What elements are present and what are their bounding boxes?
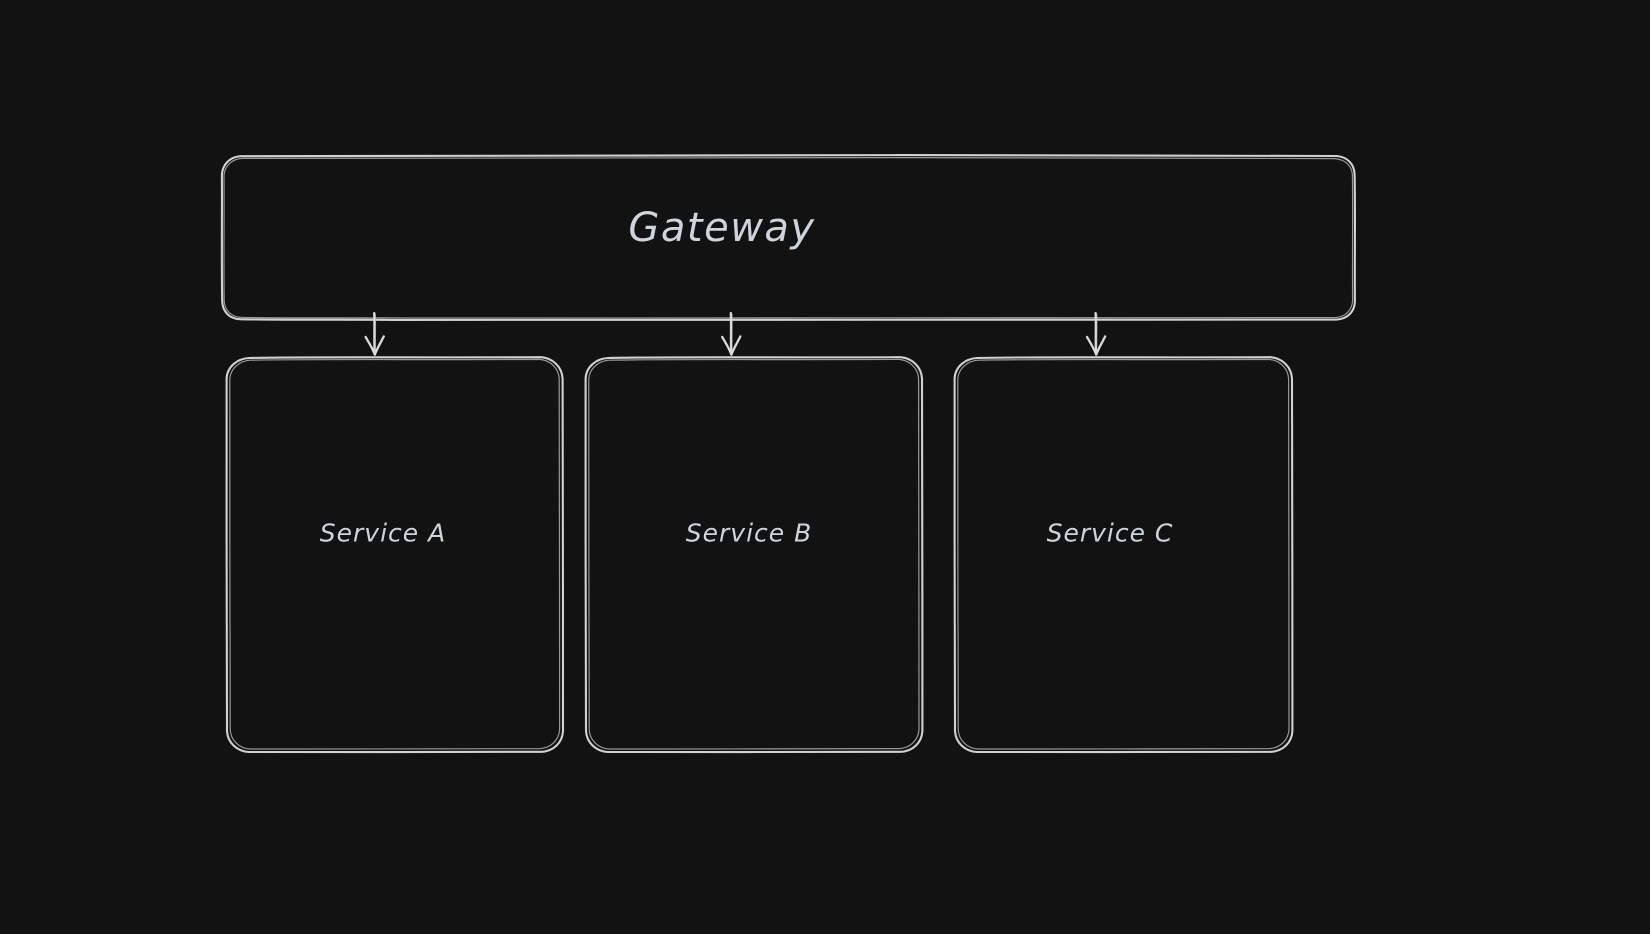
- node-service-b-shape[interactable]: [584, 356, 924, 754]
- node-label-gateway: Gateway: [628, 205, 816, 251]
- node-label-service-b: Service B: [685, 518, 813, 548]
- node-label-service-c: Service C: [1046, 518, 1174, 548]
- node-label-service-a: Service A: [319, 518, 447, 548]
- edge-gateway-service-a[interactable]: [364, 311, 385, 356]
- edge-gateway-service-b[interactable]: [721, 311, 742, 356]
- node-service-a-shape[interactable]: [225, 356, 565, 754]
- node-service-c-shape[interactable]: [953, 356, 1294, 754]
- edge-gateway-service-c[interactable]: [1085, 311, 1107, 356]
- node-gateway-shape[interactable]: [220, 154, 1357, 321]
